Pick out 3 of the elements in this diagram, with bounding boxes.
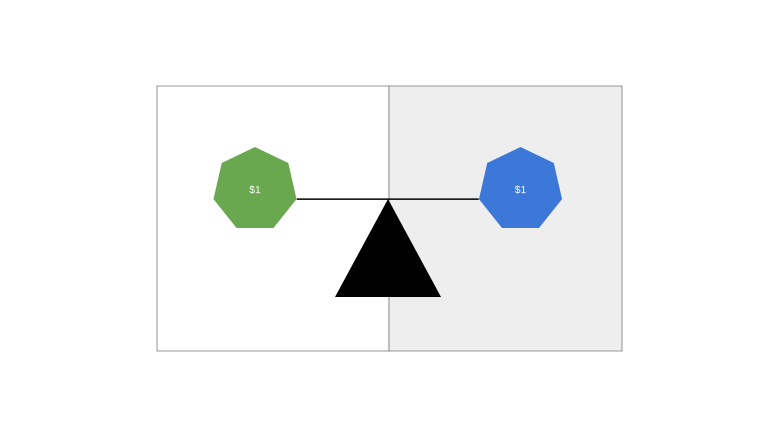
heptagon: $1 xyxy=(213,146,297,228)
heptagon: $1 xyxy=(478,146,562,228)
balance-beam xyxy=(296,198,479,200)
